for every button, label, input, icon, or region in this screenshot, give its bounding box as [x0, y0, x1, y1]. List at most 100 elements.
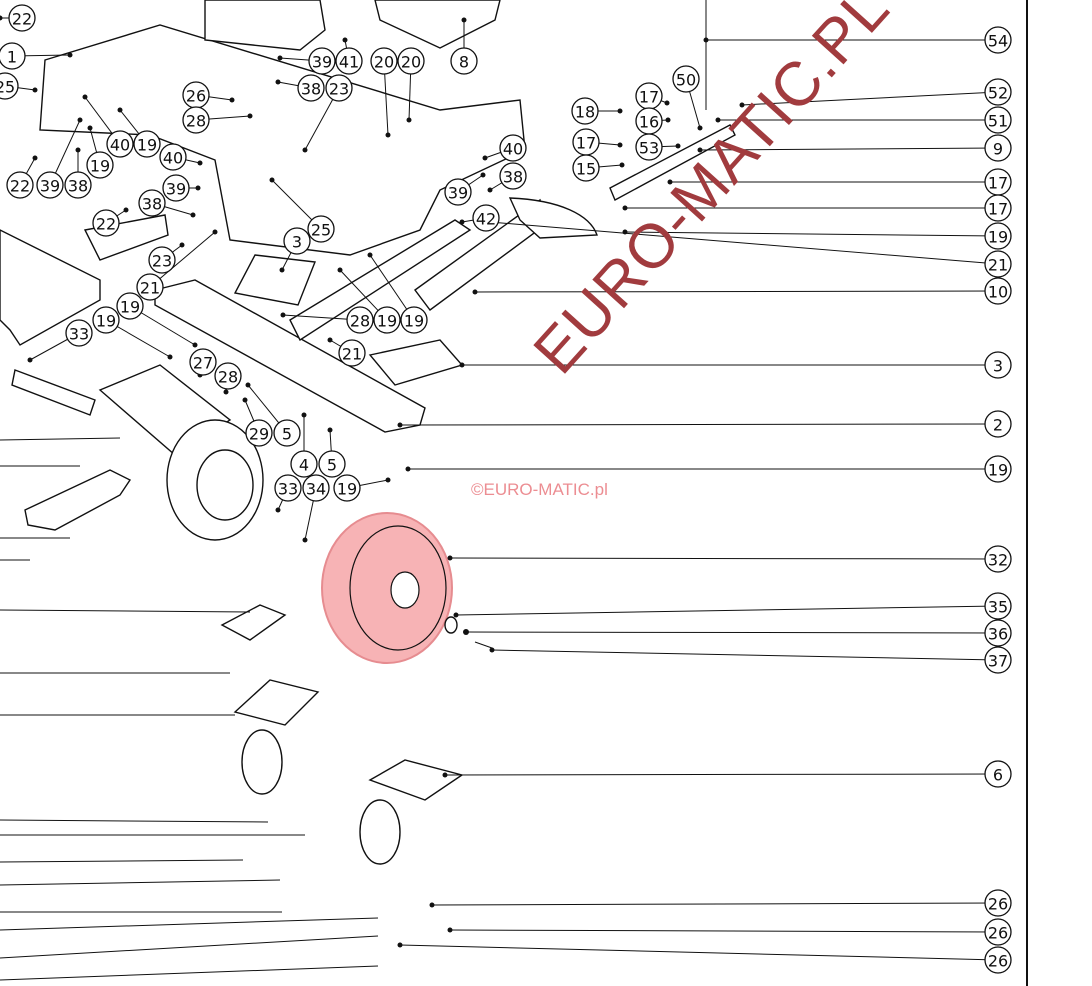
part-number: 39 — [312, 53, 332, 72]
leader-dot — [619, 162, 625, 168]
part-number: 42 — [476, 210, 496, 229]
part-callout: 26 — [984, 946, 1012, 974]
part-number: 4 — [299, 456, 309, 475]
callout-circle — [984, 946, 1012, 974]
leader-line — [444, 773, 999, 776]
callout-circle — [984, 545, 1012, 573]
callout-circle — [283, 227, 311, 255]
part-callout: 22 — [8, 4, 36, 32]
leader-dot — [489, 647, 495, 653]
part-callout: 15 — [572, 154, 600, 182]
callout-circle — [0, 72, 19, 100]
part-callout: 19 — [116, 292, 144, 320]
part-number: 16 — [639, 113, 659, 132]
part-callout: 19 — [984, 455, 1012, 483]
leader-line — [624, 231, 999, 237]
leader-line — [0, 917, 379, 931]
gearbox-hub — [196, 449, 254, 521]
part-number: 25 — [311, 221, 331, 240]
callout-circle — [984, 760, 1012, 788]
part-callout: 39 — [444, 178, 472, 206]
leader-line — [0, 965, 379, 981]
part-callout: 22 — [92, 209, 120, 237]
callout-circle — [0, 42, 26, 70]
leader-line — [0, 437, 121, 441]
part-number: 19 — [337, 480, 357, 499]
leader-dot — [697, 125, 703, 131]
callout-circle — [274, 474, 302, 502]
callout-circle — [984, 222, 1012, 250]
callout-circle — [370, 47, 398, 75]
part-callout: 33 — [65, 319, 93, 347]
part-number: 50 — [676, 71, 696, 90]
leader-dot — [77, 117, 83, 123]
callout-circle — [984, 250, 1012, 278]
leader-dot — [327, 337, 333, 343]
leader-dot — [703, 37, 709, 43]
callout-circle — [245, 419, 273, 447]
part-callout: 18 — [571, 97, 599, 125]
callout-circle — [984, 918, 1012, 946]
callout-circle — [182, 106, 210, 134]
part-number: 8 — [459, 53, 469, 72]
leader-dot — [367, 252, 373, 258]
leader-dot — [117, 107, 123, 113]
leader-dot — [212, 229, 218, 235]
leader-dot — [447, 555, 453, 561]
part-callout: 17 — [984, 168, 1012, 196]
part-callout: 38 — [297, 74, 325, 102]
callout-circle — [338, 339, 366, 367]
part-callout: 19 — [92, 306, 120, 334]
wheel-rim — [349, 525, 447, 651]
part-number: 52 — [988, 84, 1008, 103]
part-callout: 4 — [290, 450, 318, 478]
leader-dot — [459, 219, 465, 225]
callout-circle — [984, 351, 1012, 379]
part-number: 28 — [350, 312, 370, 331]
callout-circle — [133, 130, 161, 158]
leader-dot — [167, 354, 173, 360]
leader-dot — [223, 389, 229, 395]
leader-dot — [327, 427, 333, 433]
part-number: 38 — [142, 195, 162, 214]
part-callout: 37 — [984, 646, 1012, 674]
leader-line — [474, 290, 999, 293]
part-callout: 21 — [136, 273, 164, 301]
leader-dot — [667, 179, 673, 185]
part-number: 51 — [988, 112, 1008, 131]
part-callout: 40 — [159, 143, 187, 171]
callout-circle — [984, 106, 1012, 134]
callout-circle — [984, 134, 1012, 162]
part-number: 19 — [988, 461, 1008, 480]
leader-dot — [622, 205, 628, 211]
leader-dot — [32, 87, 38, 93]
plate-3b — [368, 339, 464, 386]
part-callout: 25 — [0, 72, 19, 100]
leader-dot — [245, 382, 251, 388]
part-number: 9 — [993, 140, 1003, 159]
leader-line — [0, 935, 379, 959]
part-callout: 22 — [6, 171, 34, 199]
part-callout: 38 — [499, 162, 527, 190]
leader-dot — [406, 117, 412, 123]
part-callout: 28 — [346, 306, 374, 334]
copyright-text: ©EURO-MATIC.pl — [471, 480, 608, 499]
part-number: 40 — [110, 136, 130, 155]
callout-circle — [159, 143, 187, 171]
leader-line — [431, 902, 999, 906]
leader-dot — [123, 207, 129, 213]
leader-line — [149, 231, 216, 288]
page-border-line — [1026, 0, 1028, 986]
leader-dot — [192, 342, 198, 348]
part-callout: 39 — [308, 47, 336, 75]
part-number: 17 — [639, 88, 659, 107]
part-number: 5 — [282, 425, 292, 444]
leader-line — [741, 91, 999, 106]
part-callout: 35 — [984, 592, 1012, 620]
part-callout: 33 — [274, 474, 302, 502]
leader-dot — [87, 125, 93, 131]
bracket-lower — [24, 469, 132, 531]
part-number: 3 — [292, 233, 302, 252]
part-callout: 34 — [302, 474, 330, 502]
part-callout: 26 — [984, 918, 1012, 946]
